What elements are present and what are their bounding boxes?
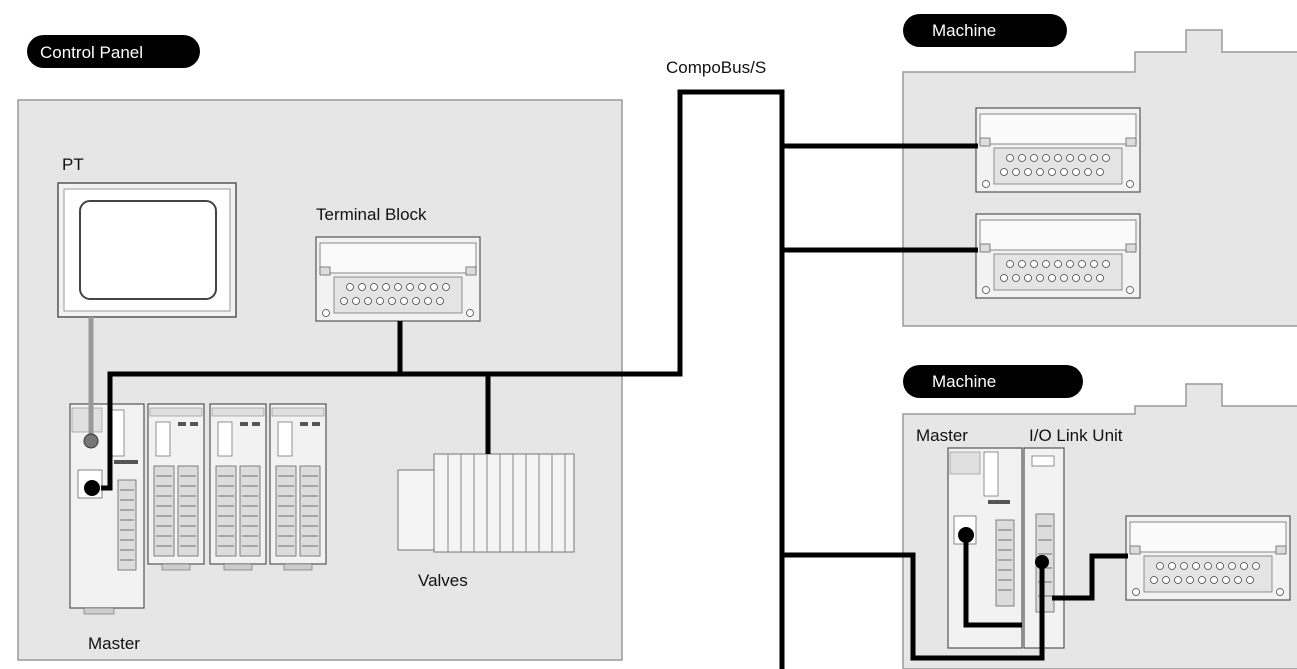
valves-label: Valves <box>418 571 468 590</box>
machine-2-terminal-block <box>1125 515 1291 601</box>
terminal-block-device <box>315 236 481 322</box>
machine-1-tag: Machine <box>903 14 1067 47</box>
pt-device <box>57 182 237 318</box>
machine-1-terminal-block-1 <box>975 107 1141 193</box>
valves-device <box>397 453 575 553</box>
io-module-1 <box>147 403 205 571</box>
io-module-2 <box>209 403 267 571</box>
master-left-label: Master <box>88 634 140 653</box>
master-right-connector <box>958 527 974 543</box>
master-plc-right <box>947 447 1023 649</box>
machine-2-tag-text: Machine <box>932 372 996 391</box>
terminal-block-label: Terminal Block <box>316 205 427 224</box>
master-left-connector <box>84 480 100 496</box>
io-module-3 <box>269 403 327 571</box>
control-panel-tag: Control Panel <box>27 35 200 68</box>
machine-2-tag: Machine <box>903 365 1083 398</box>
compobus-label: CompoBus/S <box>666 58 766 77</box>
master-right-label: Master <box>916 426 968 445</box>
compobus-cable <box>101 89 1128 669</box>
pt-connector <box>83 433 99 449</box>
io-link-unit-connector <box>1035 555 1049 569</box>
pt-label: PT <box>62 155 84 174</box>
io-link-unit-label: I/O Link Unit <box>1029 426 1123 445</box>
machine-1-terminal-block-2 <box>975 213 1141 299</box>
machine-1-tag-text: Machine <box>932 21 996 40</box>
master-plc-left <box>69 403 145 615</box>
control-panel-tag-text: Control Panel <box>40 43 143 62</box>
